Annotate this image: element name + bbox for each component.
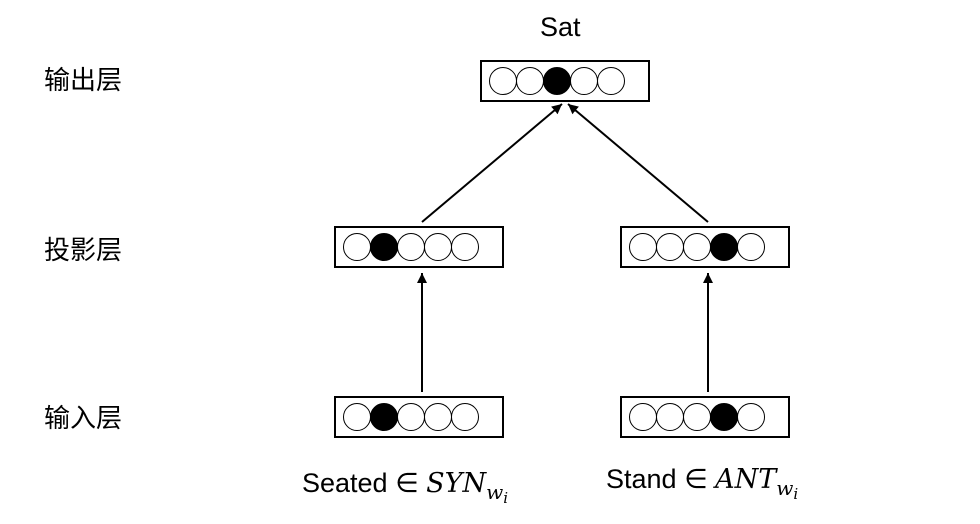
- caption-right-set: ANTwi: [715, 464, 799, 503]
- input-vector-right: [620, 396, 790, 438]
- inactive-unit-circle: [629, 403, 657, 431]
- projection-vector-right: [620, 226, 790, 268]
- caption-left-symbol: ∈: [395, 468, 419, 498]
- inactive-unit-circle: [597, 67, 625, 95]
- inactive-unit-circle: [683, 403, 711, 431]
- inactive-unit-circle: [451, 233, 479, 261]
- caption-right-word: Stand: [606, 464, 677, 494]
- inactive-unit-circle: [397, 233, 425, 261]
- inactive-unit-circle: [451, 403, 479, 431]
- caption-right: Stand ∈ ANTwi: [606, 462, 798, 511]
- inactive-unit-circle: [683, 233, 711, 261]
- projection-vector-left: [334, 226, 504, 268]
- caption-left: Seated ∈ SYNwi: [302, 466, 508, 515]
- output-layer-label: 输出层: [44, 66, 123, 96]
- output-vector: [480, 60, 650, 102]
- active-unit-circle: [543, 67, 571, 95]
- caption-left-set: SYNwi: [426, 468, 509, 507]
- caption-left-word: Seated: [302, 468, 388, 498]
- inactive-unit-circle: [424, 403, 452, 431]
- active-unit-circle: [370, 233, 398, 261]
- active-unit-circle: [710, 403, 738, 431]
- inactive-unit-circle: [570, 67, 598, 95]
- inactive-unit-circle: [737, 403, 765, 431]
- inactive-unit-circle: [424, 233, 452, 261]
- inactive-unit-circle: [656, 403, 684, 431]
- output-word-label: Sat: [540, 12, 581, 42]
- inactive-unit-circle: [397, 403, 425, 431]
- inactive-unit-circle: [343, 233, 371, 261]
- inactive-unit-circle: [489, 67, 517, 95]
- projection-layer-label: 投影层: [44, 236, 123, 266]
- caption-right-symbol: ∈: [684, 464, 708, 494]
- inactive-unit-circle: [737, 233, 765, 261]
- input-layer-label: 输入层: [44, 404, 123, 434]
- active-unit-circle: [370, 403, 398, 431]
- arrow-proj-left-to-output: [421, 103, 563, 223]
- inactive-unit-circle: [516, 67, 544, 95]
- inactive-unit-circle: [343, 403, 371, 431]
- input-vector-left: [334, 396, 504, 438]
- inactive-unit-circle: [629, 233, 657, 261]
- active-unit-circle: [710, 233, 738, 261]
- inactive-unit-circle: [656, 233, 684, 261]
- arrow-proj-right-to-output: [567, 103, 709, 223]
